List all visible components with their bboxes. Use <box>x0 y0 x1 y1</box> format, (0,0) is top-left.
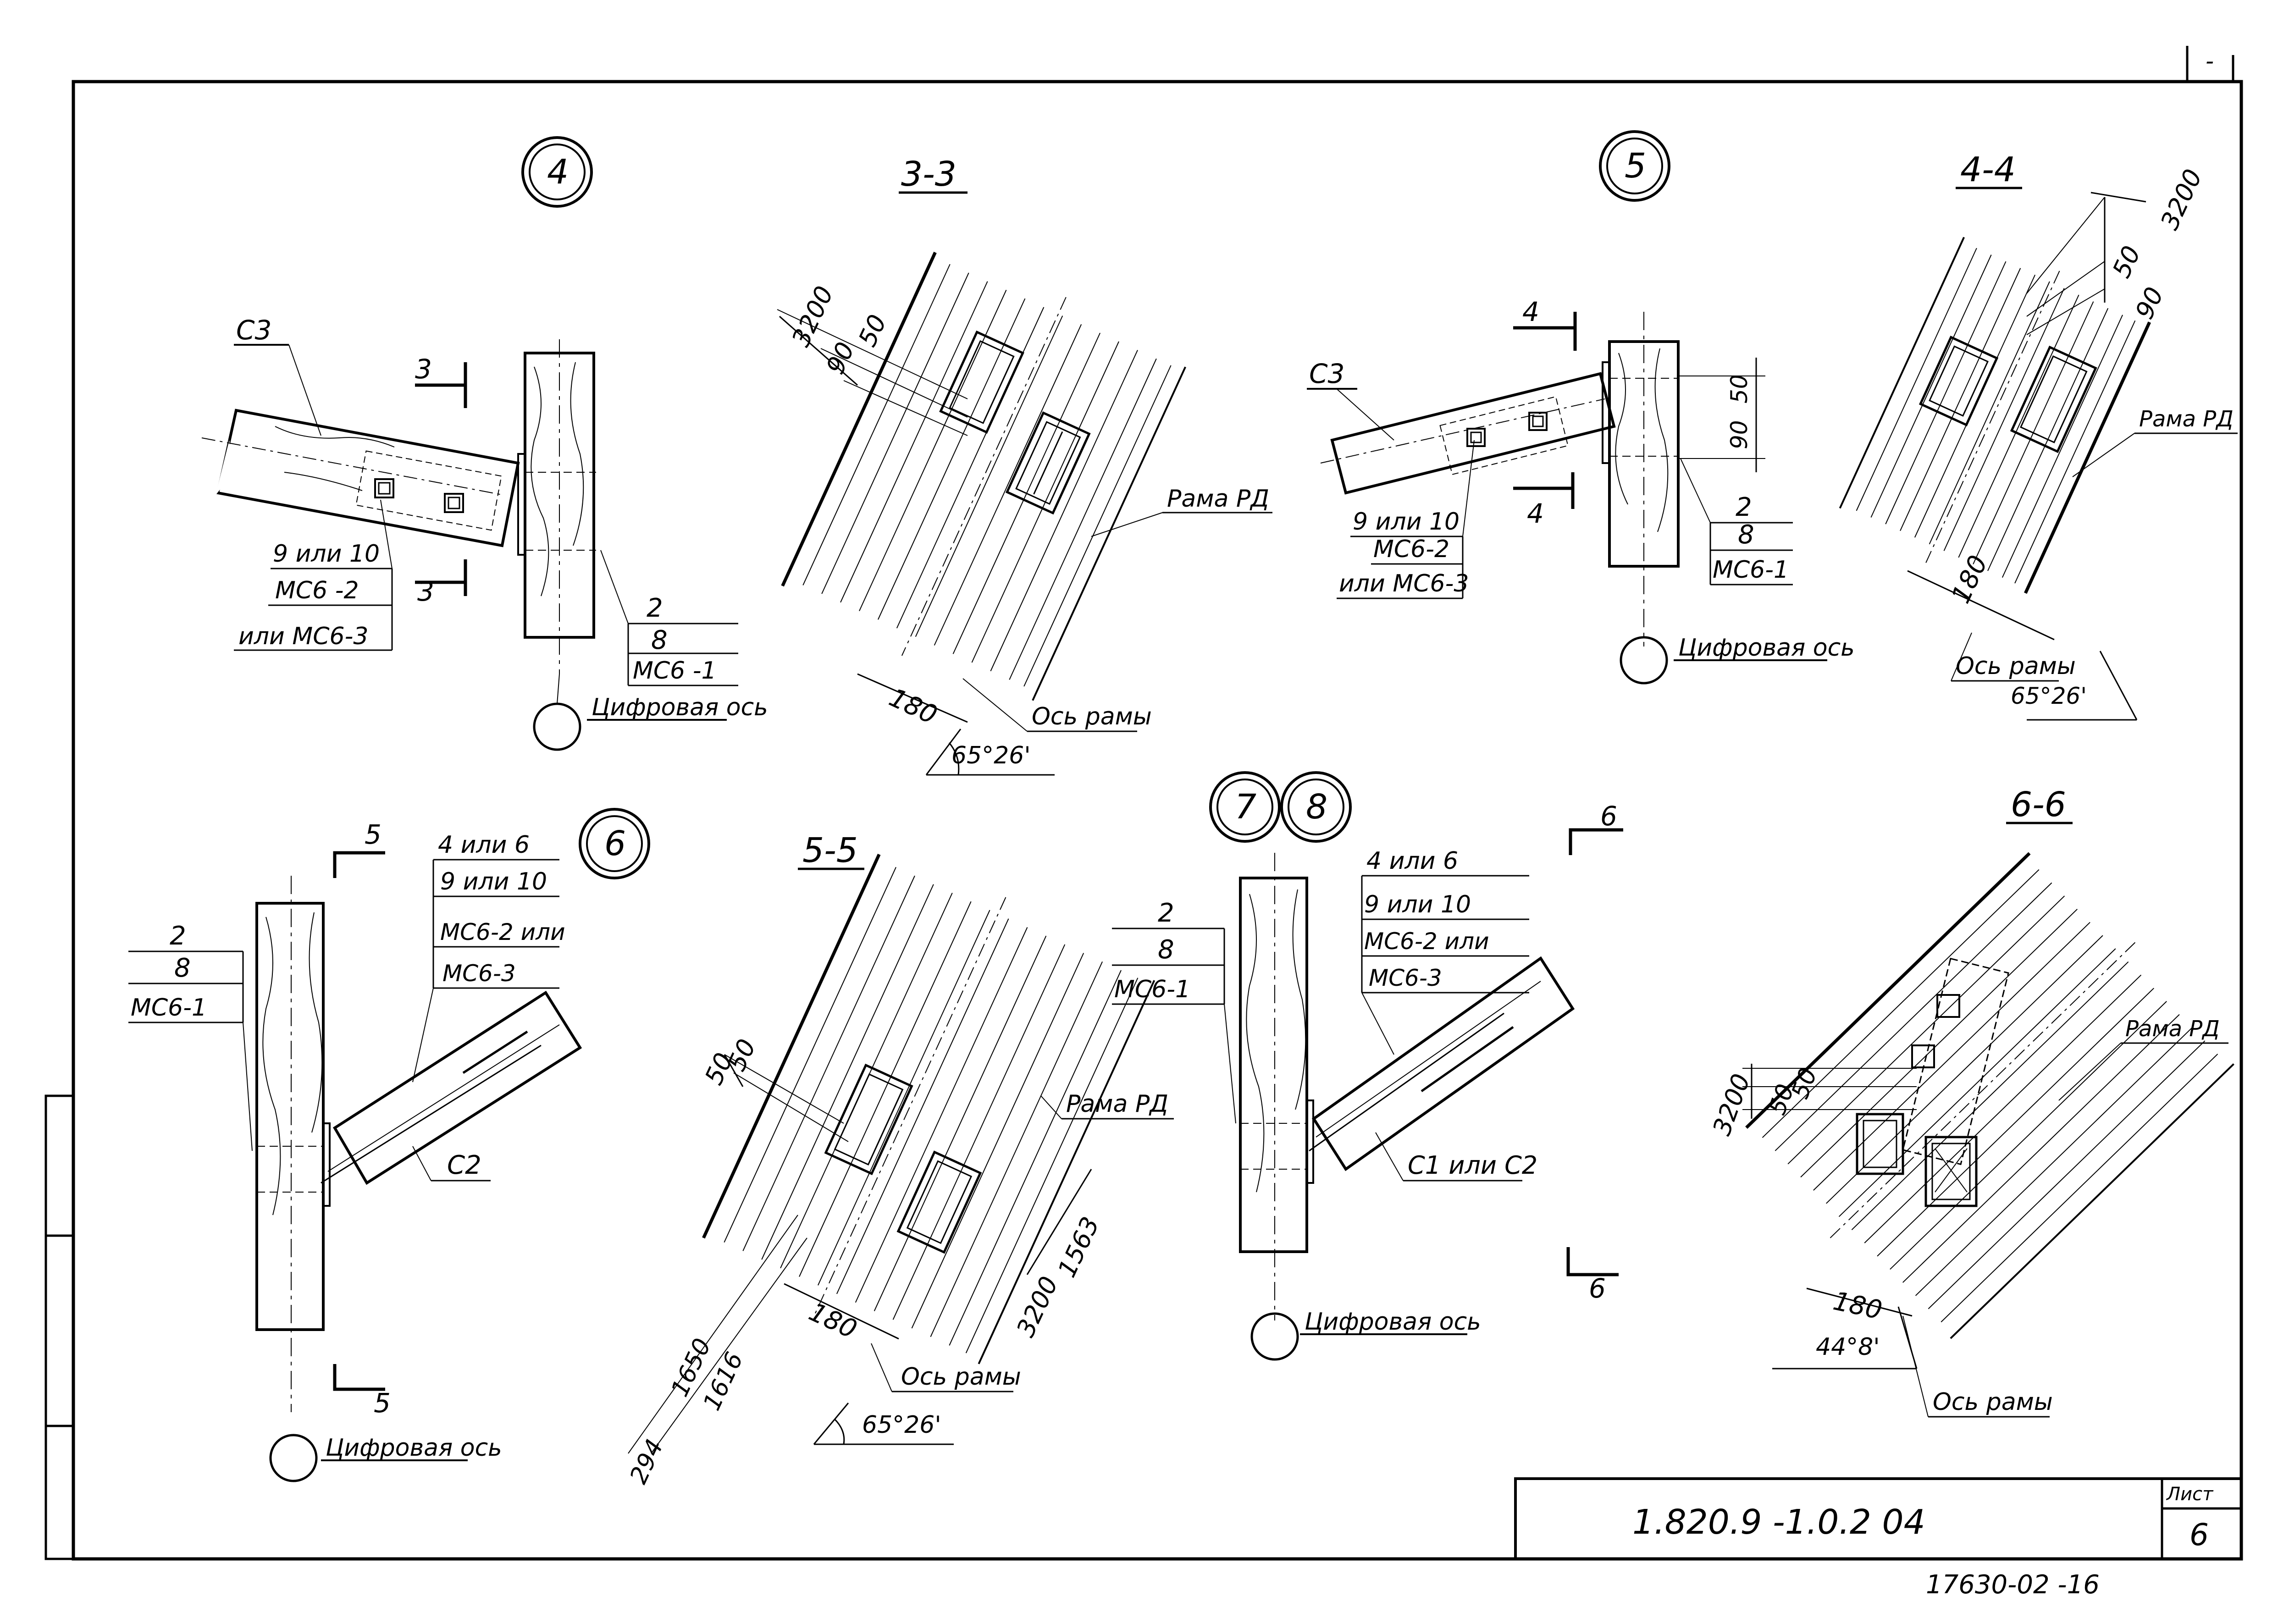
node-5-member-label: C3 <box>1309 358 1344 389</box>
node-5-axis-label: Цифровая ось <box>1678 634 1855 662</box>
node-5-dim-50: 50 <box>1726 374 1753 403</box>
node-4-axis-label: Цифровая ось <box>592 694 768 721</box>
node-5-callout-left-3: или МС6-3 <box>1339 570 1469 597</box>
node-6-detail: 6 Цифровая ось 5 5 2 8 МС6-1 4 или 6 9 и… <box>128 808 650 1482</box>
section-4-4: 4-4 3200 50 90 <box>1839 150 2238 721</box>
sec44-axis-label: Ось рамы <box>1956 652 2076 680</box>
sec55-dim-1563: 1563 <box>1052 1212 1105 1282</box>
sec66-angle: 44°8' <box>1816 1333 1880 1361</box>
section-5-5: 5-5 50 50 <box>625 831 1174 1488</box>
section-5-5-title: 5-5 <box>802 831 858 870</box>
node-78-callout-right-3: МС6-2 или <box>1364 928 1489 955</box>
drawing-code: 1.820.9 -1.0.2 04 <box>1632 1502 1925 1542</box>
node-6-axis-label: Цифровая ось <box>326 1434 502 1462</box>
corner-mark: - <box>2206 48 2214 74</box>
section-3-3: 3-3 320 <box>777 155 1272 776</box>
node-4-detail: 4 Цифровая ось C3 3 3 9 или 10 МС6 - <box>201 136 768 751</box>
node-8-number: 8 <box>1306 787 1327 827</box>
section-6-6-title: 6-6 <box>2011 785 2066 824</box>
node-6-marker <box>579 808 650 879</box>
node-6-callout-left-1: 2 <box>170 921 186 951</box>
node-78-callout-right-4: МС6-3 <box>1369 965 1442 991</box>
node-5-dim-90: 90 <box>1726 420 1753 449</box>
sec66-frame-label: Рама РД <box>2125 1016 2220 1042</box>
sec33-dim-3200: 3200 <box>786 282 839 351</box>
sec55-axis-label: Ось рамы <box>901 1363 1021 1391</box>
section-mark-3-bottom: 3 <box>417 576 434 607</box>
callout-right-1: 2 <box>647 593 663 623</box>
sec44-dim-180: 180 <box>1946 551 1994 608</box>
node-5-callout-left-1: 9 или 10 <box>1353 508 1460 536</box>
node-6-callout-right-3: МС6-2 или <box>440 919 565 945</box>
sec44-dim-90: 90 <box>2130 283 2169 324</box>
sec44-angle: 65°26' <box>2011 683 2087 709</box>
node-6-number: 6 <box>604 824 626 863</box>
node-78-callout-right-2: 9 или 10 <box>1364 891 1471 918</box>
sec44-frame-label: Рама РД <box>2139 406 2234 432</box>
node-6-callout-left-3: МС6-1 <box>131 994 207 1022</box>
node-78-section-bottom: 6 <box>1589 1273 1606 1304</box>
callout-right-2: 8 <box>651 625 668 655</box>
node-6-section-bottom: 5 <box>374 1387 391 1419</box>
node-4-number: 4 <box>547 152 569 192</box>
node-78-callout-right-1: 4 или 6 <box>1366 847 1458 875</box>
sec44-dim-3200: 3200 <box>2155 165 2208 234</box>
callout-left-2: МС6 -2 <box>275 577 359 604</box>
node-6-callout-left-2: 8 <box>174 953 191 983</box>
sec33-angle: 65°26' <box>951 742 1031 769</box>
node-5-section-top: 4 <box>1522 296 1539 327</box>
node-5-callout-right-1: 2 <box>1736 492 1752 522</box>
sec66-dim-3200: 3200 <box>1707 1070 1756 1139</box>
sec55-frame-label: Рама РД <box>1066 1090 1168 1118</box>
node-6-member-label: C2 <box>447 1150 481 1180</box>
sheet-label: Лист <box>2166 1484 2214 1505</box>
sec33-axis-label: Ось рамы <box>1032 703 1152 730</box>
node-5-marker <box>1599 130 1670 202</box>
section-mark-3-top: 3 <box>415 354 432 385</box>
node-78-section-top: 6 <box>1600 801 1617 832</box>
node-78-callout-left-1: 2 <box>1158 898 1174 928</box>
sheet-number: 6 <box>2190 1517 2209 1552</box>
node-5-callout-right-3: МС6-1 <box>1713 556 1789 584</box>
node-4-marker <box>521 136 593 208</box>
sec55-dim-180: 180 <box>804 1297 861 1345</box>
section-6-6: 6-6 <box>1707 785 2234 1418</box>
sec66-axis-label: Ось рамы <box>1933 1388 2053 1416</box>
node-5-callout-right-2: 8 <box>1738 520 1754 550</box>
sec44-dim-50: 50 <box>2107 242 2146 282</box>
node-6-callout-right-4: МС6-3 <box>442 960 516 987</box>
node-6-section-top: 5 <box>365 819 382 850</box>
node-8-marker <box>1280 771 1352 843</box>
callout-right-3: МС6 -1 <box>633 657 717 685</box>
node-78-axis-label: Цифровая ось <box>1305 1308 1481 1336</box>
node-7-number: 7 <box>1235 787 1256 827</box>
sec55-dim-3200: 3200 <box>1011 1272 1064 1341</box>
node-5-detail: 5 Цифровая ось C3 4 4 50 90 9 или 10 МС6… <box>1307 130 1855 685</box>
node-5-section-bottom: 4 <box>1527 498 1544 529</box>
sec66-dim-180: 180 <box>1830 1286 1885 1326</box>
node-7-8-detail: 7 8 Цифровая ось 6 6 2 8 МС6-1 4 или 6 9… <box>1112 771 1623 1361</box>
sec55-dim-294: 294 <box>625 1435 669 1488</box>
sheet-frame: - <box>44 46 2243 1561</box>
node-6-callout-right-2: 9 или 10 <box>440 868 547 895</box>
member-label-c3: C3 <box>236 315 271 346</box>
node-5-number: 5 <box>1625 146 1646 186</box>
title-block: 1.820.9 -1.0.2 04 Лист 6 <box>1514 1477 2243 1560</box>
callout-left-1: 9 или 10 <box>273 540 380 568</box>
node-78-callout-left-3: МС6-1 <box>1114 976 1190 1003</box>
sec33-frame-label: Рама РД <box>1167 485 1269 513</box>
node-78-member-label: C1 или C2 <box>1408 1151 1537 1180</box>
node-5-callout-left-2: МС6-2 <box>1373 536 1449 563</box>
section-3-3-title: 3-3 <box>901 155 957 194</box>
node-6-callout-right-1: 4 или 6 <box>438 831 530 859</box>
node-7-marker <box>1209 771 1281 843</box>
sec33-dim-50: 50 <box>853 310 892 351</box>
callout-left-3: или МС6-3 <box>238 623 368 650</box>
inventory-number: 17630-02 -16 <box>1926 1570 2100 1600</box>
section-4-4-title: 4-4 <box>1960 150 2016 189</box>
sec55-angle: 65°26' <box>862 1411 941 1439</box>
sec33-dim-90: 90 <box>821 338 860 379</box>
node-78-callout-left-2: 8 <box>1158 935 1174 965</box>
